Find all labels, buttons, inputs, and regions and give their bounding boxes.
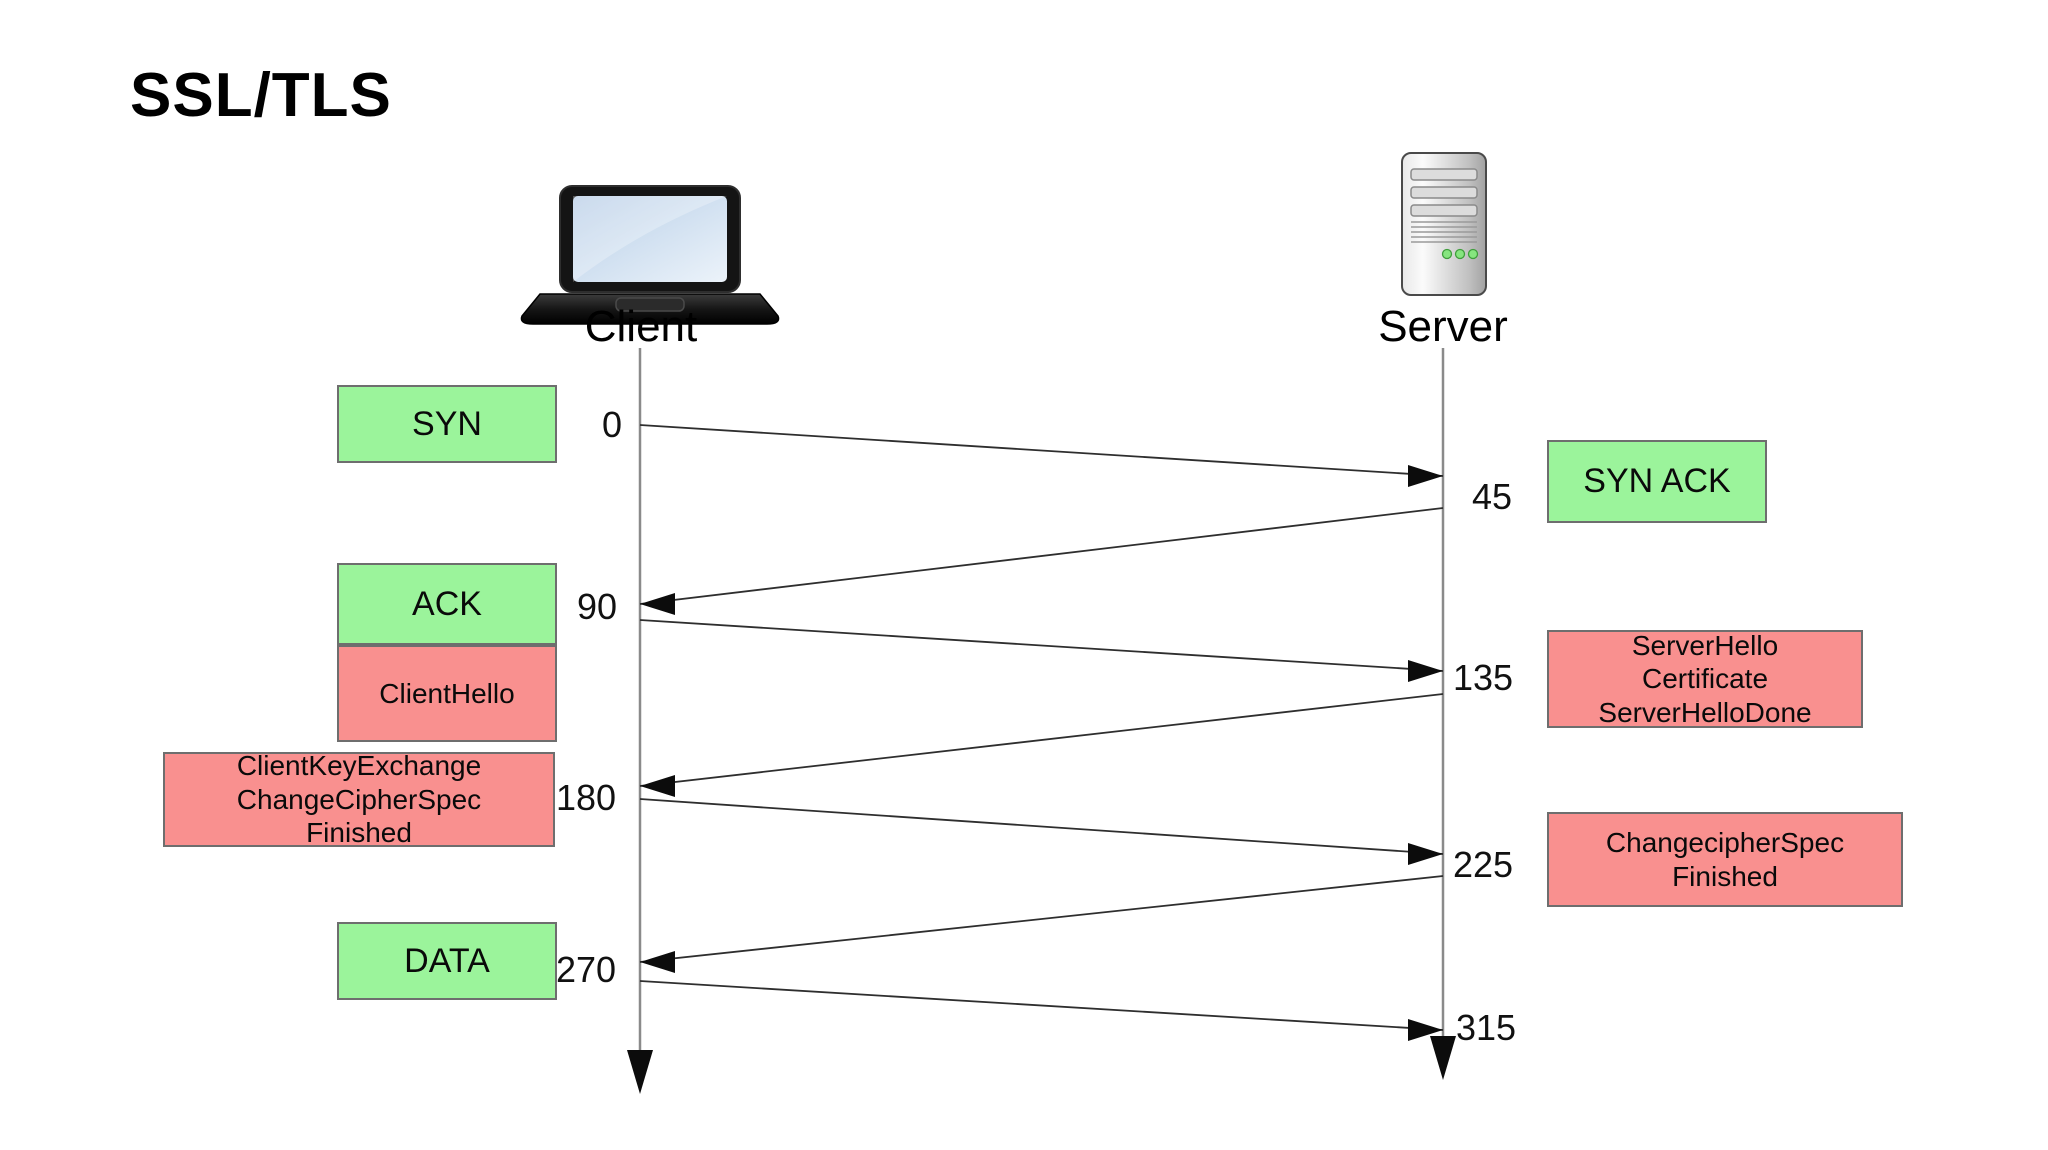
certificate-line: Certificate: [1641, 663, 1769, 695]
time-label-0: 0: [601, 404, 623, 445]
server-lifeline: [1430, 348, 1456, 1080]
data-box-label: DATA: [404, 941, 490, 980]
client-laptop-icon: [520, 185, 780, 325]
serverhello-box: ServerHello Certificate ServerHelloDone: [1547, 630, 1863, 728]
arrow-changecipherspec: [639, 875, 1444, 973]
server-lifeline-arrowhead: [1430, 1036, 1456, 1080]
server-label: Server: [1378, 302, 1508, 351]
serverhello-line: ServerHello: [1631, 629, 1779, 661]
clientkeyexchange-box: ClientKeyExchange ChangeCipherSpec Finis…: [163, 750, 555, 849]
ack-box-label: ACK: [412, 584, 482, 623]
finished-box-line: Finished: [1672, 860, 1778, 892]
syn-box: SYN: [337, 385, 557, 463]
arrow-ack-clienthello: [639, 619, 1444, 682]
time-label-135: 135: [1452, 657, 1514, 698]
changecipherspec-box-line: ChangecipherSpec: [1605, 826, 1845, 858]
client-label: Client: [584, 302, 698, 351]
time-label-90: 90: [576, 586, 618, 627]
client-lifeline-arrowhead: [627, 1050, 653, 1094]
data-box: DATA: [337, 922, 557, 1000]
finished-line: Finished: [306, 817, 412, 849]
time-label-270: 270: [555, 949, 617, 990]
serverhellodone-line: ServerHelloDone: [1598, 696, 1812, 728]
client-lifeline: [627, 348, 653, 1094]
arrow-data: [639, 980, 1444, 1041]
clientkeyexchange-line: ClientKeyExchange: [236, 750, 482, 782]
arrow-syn-ack: [639, 507, 1444, 615]
syn-box-label: SYN: [412, 404, 482, 443]
clienthello-box-label: ClientHello: [379, 677, 515, 709]
syn-ack-box: SYN ACK: [1547, 440, 1767, 523]
time-label-180: 180: [555, 777, 617, 818]
server-icon: [1401, 152, 1487, 296]
time-label-315: 315: [1455, 1007, 1517, 1048]
time-label-225: 225: [1452, 844, 1514, 885]
clienthello-box: ClientHello: [337, 645, 557, 742]
syn-ack-box-label: SYN ACK: [1583, 462, 1731, 500]
ack-box: ACK: [337, 563, 557, 645]
arrow-syn: [639, 424, 1444, 487]
arrow-clientkeyexchange: [639, 798, 1444, 865]
arrow-serverhello: [639, 693, 1444, 797]
changecipherspec-line: ChangeCipherSpec: [236, 783, 482, 815]
time-label-45: 45: [1471, 476, 1513, 517]
changecipherspec-box: ChangecipherSpec Finished: [1547, 812, 1903, 907]
page-title: SSL/TLS: [130, 61, 392, 130]
